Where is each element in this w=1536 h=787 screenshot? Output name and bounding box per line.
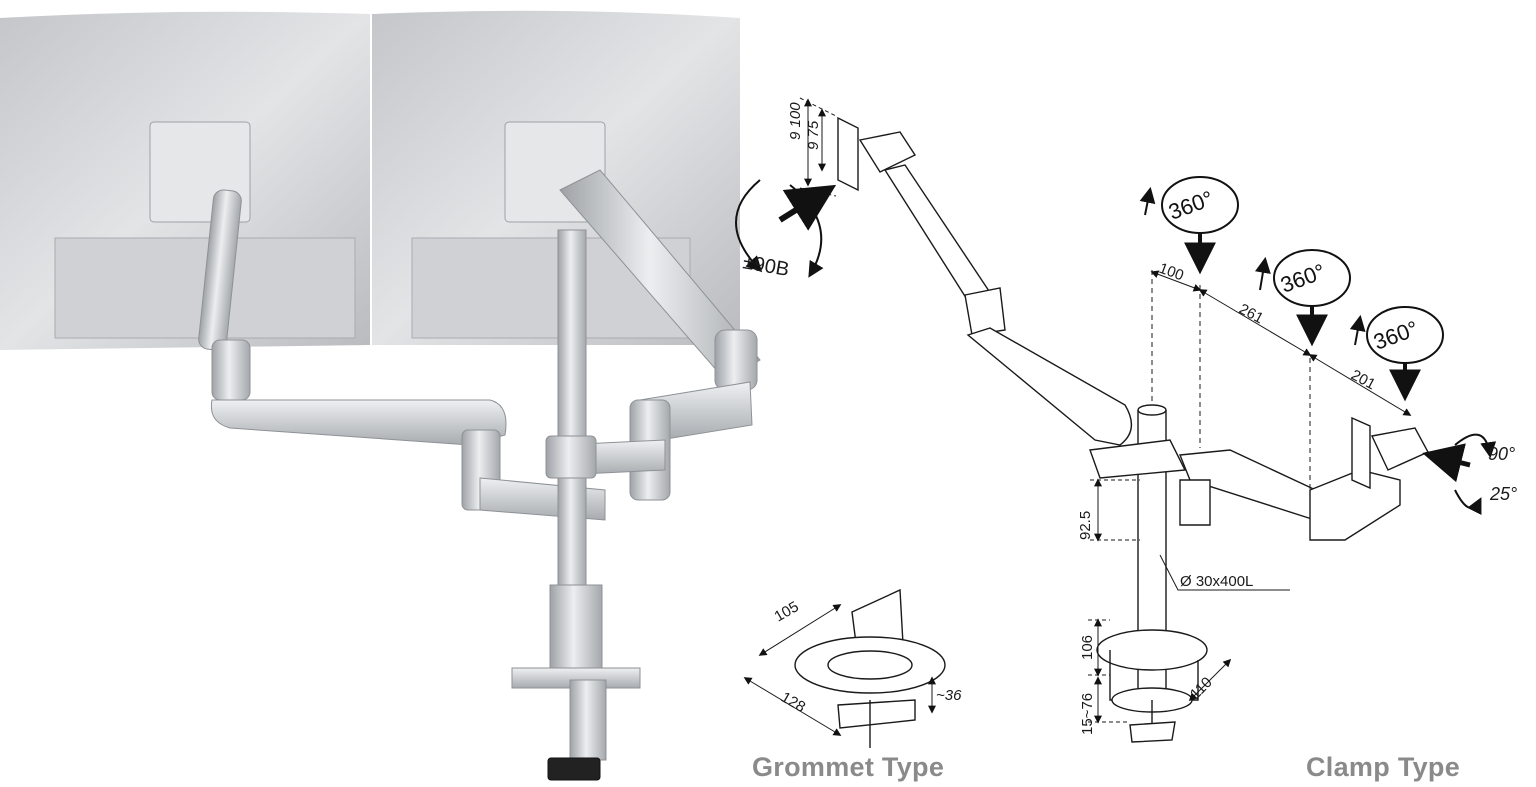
- rotate-360-top-label: 360°: [1165, 186, 1216, 225]
- tilt-label: ±90B: [741, 251, 791, 281]
- grommet-128-label: 128: [778, 689, 808, 716]
- swivel-90-label: 90°: [1488, 444, 1515, 464]
- rotate-360-mid-label: 360°: [1277, 259, 1328, 298]
- vesa-75-label: 9 75: [805, 120, 822, 150]
- left-monitor: [0, 11, 370, 350]
- grommet-type-caption: Grommet Type: [752, 752, 945, 782]
- rotation-arrows: [735, 176, 1497, 516]
- rotate-360-right-label: 360°: [1370, 316, 1421, 355]
- product-photo: [0, 10, 761, 781]
- seg-261-label: 261: [1236, 301, 1266, 328]
- swivel-25-label: 25°: [1489, 484, 1517, 504]
- grommet-105-label: 105: [772, 598, 802, 625]
- pole-label: Ø 30x400L: [1180, 573, 1253, 590]
- clamp-106-label: 106: [1079, 635, 1096, 660]
- technical-drawing: [794, 116, 1429, 748]
- arm-assembly: [198, 169, 761, 781]
- seg-201-label: 201: [1348, 367, 1378, 394]
- clamp-15-76-label: 15~76: [1079, 693, 1096, 735]
- grommet-36-label: ~36: [936, 687, 962, 704]
- vesa-100-label: 9 100: [787, 102, 804, 140]
- height-92-5-label: 92.5: [1077, 511, 1094, 540]
- seg-100-label: 100: [1157, 260, 1186, 285]
- clamp-type-caption: Clamp Type: [1306, 752, 1461, 782]
